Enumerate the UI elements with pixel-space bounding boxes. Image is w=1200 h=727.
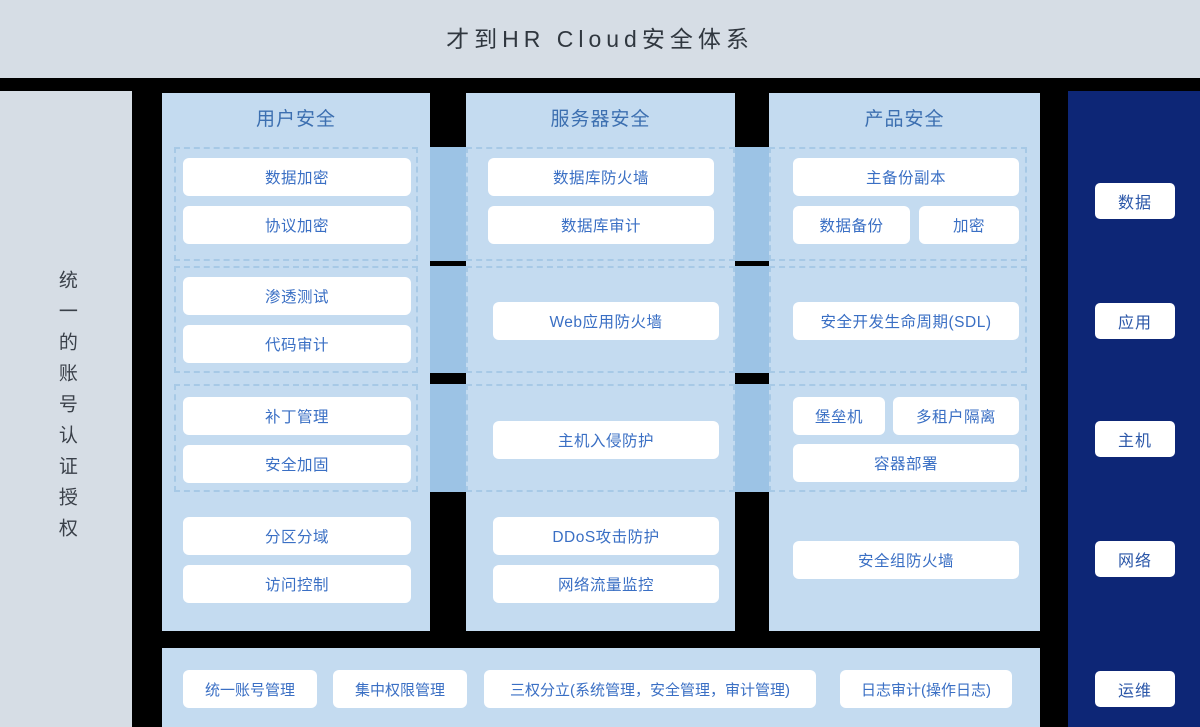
card-data-encryption[interactable]: 数据加密	[183, 158, 411, 196]
group-row-1	[174, 147, 418, 261]
card-centralized-permission-management[interactable]: 集中权限管理	[333, 670, 467, 708]
card-secure-development-lifecycle[interactable]: 安全开发生命周期(SDL)	[793, 302, 1019, 340]
card-database-firewall[interactable]: 数据库防火墙	[488, 158, 714, 196]
column-title: 产品安全	[864, 109, 945, 130]
column-title: 用户安全	[255, 109, 336, 130]
card-access-control[interactable]: 访问控制	[183, 565, 411, 603]
card-web-application-firewall[interactable]: Web应用防火墙	[493, 302, 719, 340]
layer-chip-operations[interactable]: 运维	[1095, 671, 1175, 707]
card-network-traffic-monitoring[interactable]: 网络流量监控	[493, 565, 719, 603]
header-bar: 才到HR Cloud安全体系	[0, 0, 1200, 78]
card-code-audit[interactable]: 代码审计	[183, 325, 411, 363]
left-sidebar-panel: 统一的账号认证授权	[0, 91, 132, 727]
column-title: 服务器安全	[550, 109, 651, 130]
group-row-3	[769, 384, 1027, 492]
card-data-backup[interactable]: 数据备份	[793, 206, 910, 244]
group-row-1	[466, 147, 735, 261]
card-primary-backup-replica[interactable]: 主备份副本	[793, 158, 1019, 196]
card-zone-partition[interactable]: 分区分域	[183, 517, 411, 555]
card-bastion-host[interactable]: 堡垒机	[793, 397, 885, 435]
card-host-intrusion-prevention[interactable]: 主机入侵防护	[493, 421, 719, 459]
group-row-2	[466, 266, 735, 373]
card-security-group-firewall[interactable]: 安全组防火墙	[793, 541, 1019, 579]
column-user-security: 用户安全 数据加密 协议加密 渗透测试 代码审计 补丁管理 安全加固 分区分域 …	[162, 93, 430, 631]
layer-chip-network[interactable]: 网络	[1095, 541, 1175, 577]
card-penetration-test[interactable]: 渗透测试	[183, 277, 411, 315]
right-sidebar-panel: 数据 应用 主机 网络 运维	[1068, 91, 1200, 727]
column-server-security: 服务器安全 数据库防火墙 数据库审计 Web应用防火墙 主机入侵防护 DDoS攻…	[466, 93, 735, 631]
column-product-security: 产品安全 主备份副本 数据备份 加密 安全开发生命周期(SDL) 堡垒机 多租户…	[769, 93, 1040, 631]
layer-chip-data[interactable]: 数据	[1095, 183, 1175, 219]
bottom-bar: 统一账号管理 集中权限管理 三权分立(系统管理，安全管理，审计管理) 日志审计(…	[162, 648, 1040, 727]
card-security-hardening[interactable]: 安全加固	[183, 445, 411, 483]
card-patch-management[interactable]: 补丁管理	[183, 397, 411, 435]
left-sidebar-label: 统一的账号认证授权	[55, 269, 77, 549]
group-row-2	[174, 266, 418, 373]
group-row-3	[174, 384, 418, 492]
page-title: 才到HR Cloud安全体系	[446, 26, 754, 52]
card-multi-tenant-isolation[interactable]: 多租户隔离	[893, 397, 1019, 435]
layer-chip-host[interactable]: 主机	[1095, 421, 1175, 457]
card-encryption[interactable]: 加密	[919, 206, 1019, 244]
card-container-deployment[interactable]: 容器部署	[793, 444, 1019, 482]
layer-chip-application[interactable]: 应用	[1095, 303, 1175, 339]
group-row-2	[769, 266, 1027, 373]
card-separation-of-powers[interactable]: 三权分立(系统管理，安全管理，审计管理)	[484, 670, 816, 708]
group-row-3	[466, 384, 735, 492]
card-unified-account-management[interactable]: 统一账号管理	[183, 670, 317, 708]
card-protocol-encryption[interactable]: 协议加密	[183, 206, 411, 244]
group-row-1	[769, 147, 1027, 261]
card-ddos-protection[interactable]: DDoS攻击防护	[493, 517, 719, 555]
card-log-audit[interactable]: 日志审计(操作日志)	[840, 670, 1012, 708]
card-database-audit[interactable]: 数据库审计	[488, 206, 714, 244]
